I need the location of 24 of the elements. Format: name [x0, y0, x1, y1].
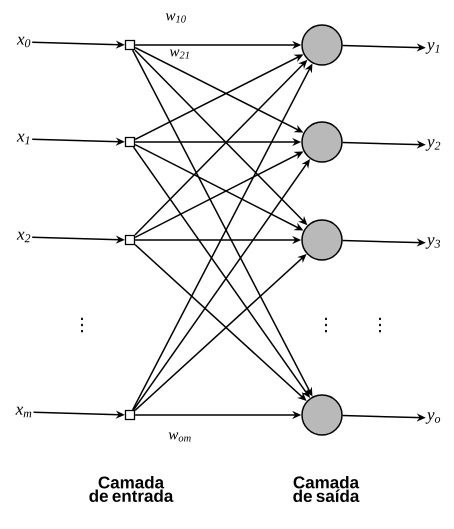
- ellipsis-dots: ⋮: [325, 318, 327, 332]
- ellipsis-dots: ⋮: [81, 318, 83, 332]
- neuron-circle: [301, 219, 343, 261]
- layer-caption: Camada de entrada: [89, 476, 174, 502]
- weight-label: w$_{om}$: [168, 432, 191, 442]
- weight-label: w$_{10}$: [166, 13, 186, 23]
- layer-caption: Camada de saída: [293, 476, 360, 502]
- input-label: x$_{m}$: [15, 406, 32, 418]
- neuron-circle: [301, 121, 343, 163]
- output-label: y$_{3}$: [426, 237, 440, 249]
- input-label: x$_{2}$: [16, 232, 30, 242]
- output-label: y$_{o}$: [426, 412, 440, 424]
- neuron-circle: [301, 24, 343, 66]
- input-square: [124, 410, 136, 420]
- input-label: x$_{1}$: [16, 134, 30, 144]
- neuron-circle: [301, 394, 343, 436]
- input-square: [124, 234, 136, 246]
- input-square: [124, 40, 136, 50]
- output-label: y$_{2}$: [426, 139, 440, 151]
- weight-label: w$_{21}$: [170, 49, 189, 59]
- output-label: y$_{1}$: [426, 42, 440, 54]
- input-square: [124, 136, 136, 148]
- input-label: x$_{0}$: [16, 36, 30, 48]
- ellipsis-dots: ⋮: [379, 318, 381, 332]
